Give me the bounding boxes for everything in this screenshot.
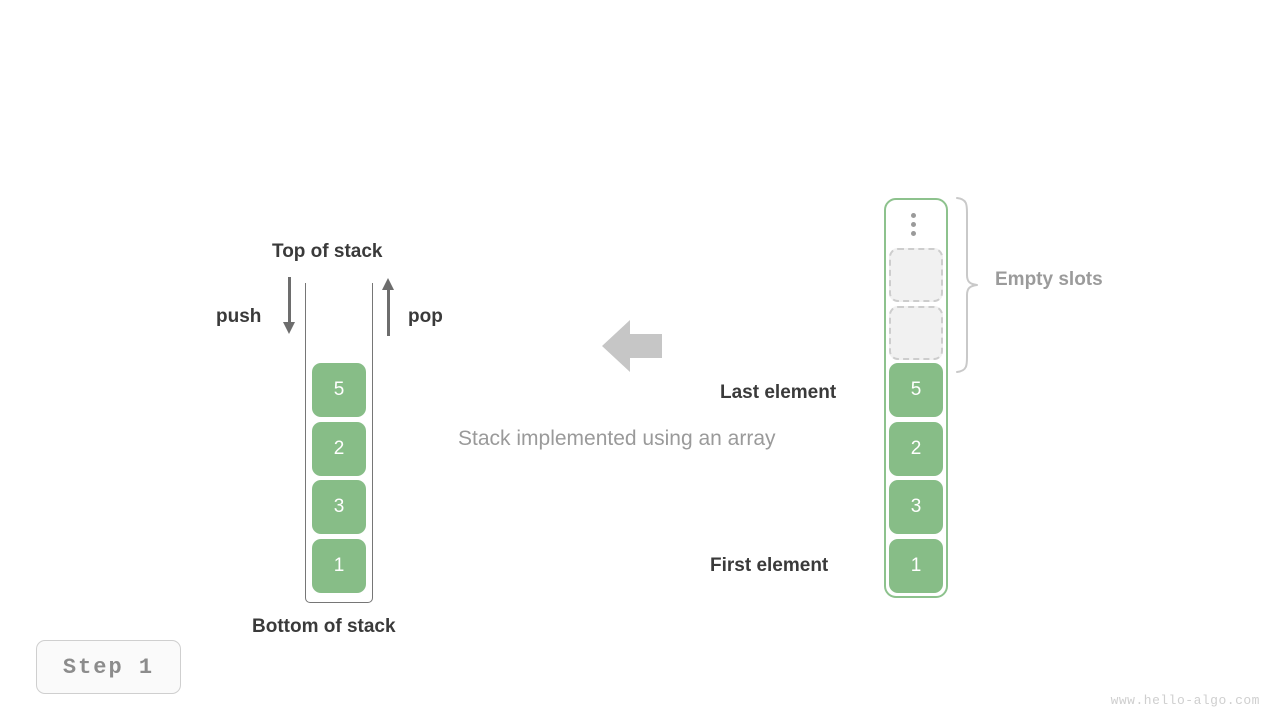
step-badge-label: Step 1 bbox=[62, 654, 155, 680]
stack-container-walls bbox=[305, 283, 373, 603]
empty-slots-label: Empty slots bbox=[995, 269, 1103, 290]
first-element-label: First element bbox=[710, 555, 829, 576]
array-container-frame bbox=[884, 198, 948, 598]
array-cell[interactable]: 5 bbox=[889, 363, 943, 417]
stack-cell[interactable]: 3 bbox=[312, 480, 366, 534]
array-cell[interactable]: 1 bbox=[889, 539, 943, 593]
stack-cell[interactable]: 1 bbox=[312, 539, 366, 593]
empty-slot[interactable] bbox=[889, 306, 943, 360]
left-arrow-icon bbox=[602, 318, 662, 374]
bottom-of-stack-label: Bottom of stack bbox=[252, 616, 396, 637]
stack-cell[interactable]: 2 bbox=[312, 422, 366, 476]
array-cell[interactable]: 3 bbox=[889, 480, 943, 534]
stack-cell[interactable]: 5 bbox=[312, 363, 366, 417]
empty-slot[interactable] bbox=[889, 248, 943, 302]
last-element-label: Last element bbox=[720, 382, 837, 403]
empty-slots-brace bbox=[954, 195, 980, 380]
step-badge: Step 1 bbox=[36, 640, 181, 694]
watermark: www.hello-algo.com bbox=[1110, 693, 1260, 708]
diagram-caption: Stack implemented using an array bbox=[458, 427, 776, 450]
top-of-stack-label: Top of stack bbox=[272, 241, 383, 262]
left-stack-diagram: Top of stack push pop 5 2 3 1 Bottom of … bbox=[200, 230, 480, 650]
pop-label: pop bbox=[408, 306, 443, 327]
push-label: push bbox=[216, 306, 262, 327]
right-array-diagram: Empty slots 5 2 3 1 bbox=[860, 180, 1160, 620]
array-cell[interactable]: 2 bbox=[889, 422, 943, 476]
